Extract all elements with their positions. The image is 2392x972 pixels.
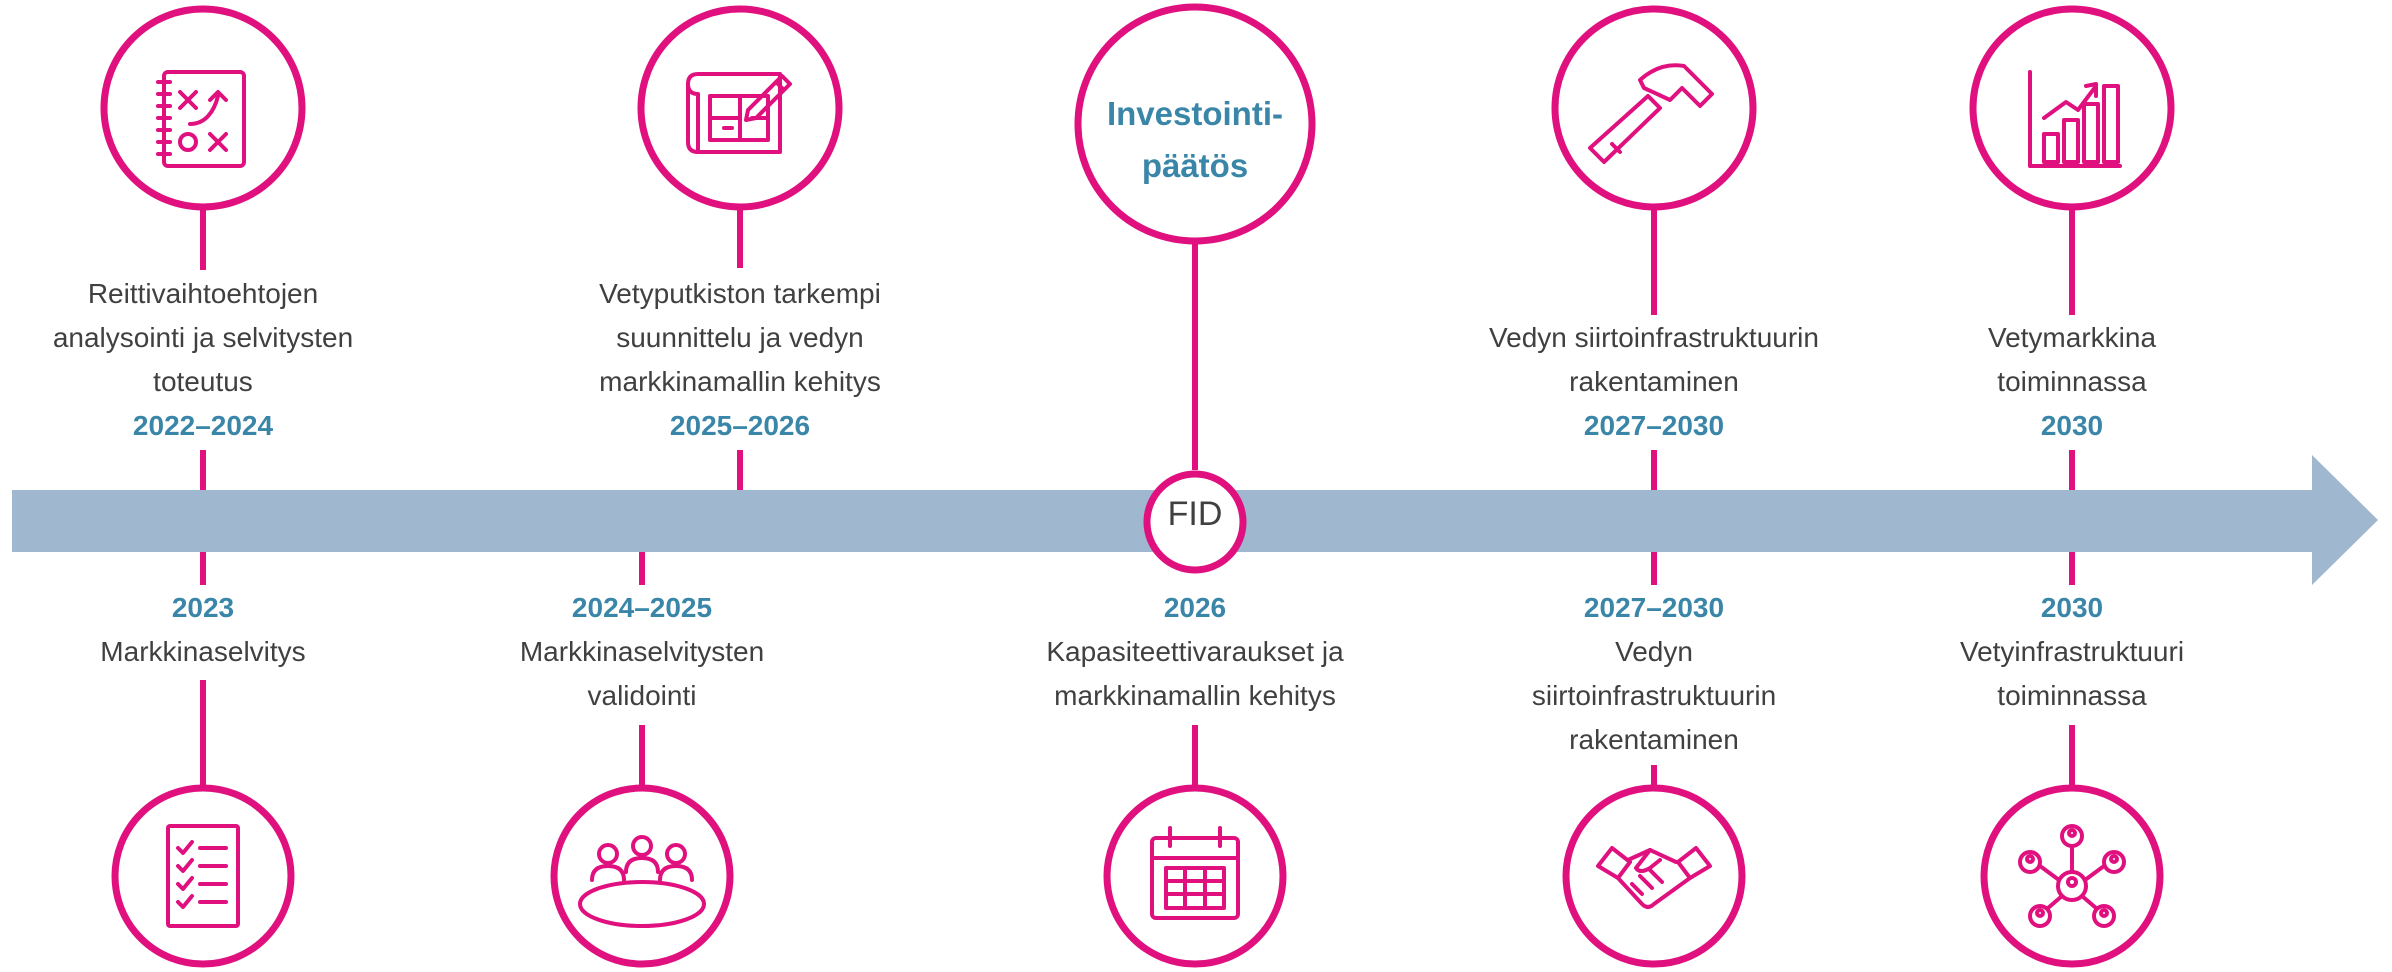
top-label-4-line2: toiminnassa (1997, 366, 2147, 397)
top-label-2-line3: markkinamallin kehitys (599, 366, 881, 397)
bottom-label-1-line1: Markkinaselvitys (100, 636, 306, 667)
growth-chart-icon (1969, 5, 2175, 211)
bottom-label-2: 2024–2025 Markkinaselvitysten validointi (422, 586, 862, 718)
fid-marker (1143, 470, 1247, 574)
top-label-3-line2: rakentaminen (1569, 366, 1739, 397)
top-label-1: Reittivaihtoehtojen analysointi ja selvi… (0, 272, 423, 448)
bottom-label-1: 2023 Markkinaselvitys (0, 586, 423, 674)
top-label-3-line1: Vedyn siirtoinfrastruktuurin (1489, 322, 1819, 353)
top-label-2-line1: Vetyputkiston tarkempi (599, 278, 881, 309)
strategy-plan-icon (100, 5, 306, 211)
bottom-label-4-year: 2027–2030 (1583, 592, 1725, 623)
network-icon (1980, 784, 2164, 968)
bottom-label-3-line2: markkinamallin kehitys (1054, 680, 1336, 711)
top-label-1-line1: Reittivaihtoehtojen (87, 278, 319, 309)
investment-decision-circle (1074, 3, 1316, 245)
top-label-1-year: 2022–2024 (132, 410, 274, 441)
top-label-3-year: 2027–2030 (1583, 410, 1725, 441)
bottom-label-5-line1: Vetyinfrastruktuuri (1959, 636, 2185, 667)
bottom-label-5-year: 2030 (2040, 592, 2104, 623)
investment-decision-line2: päätös (1141, 147, 1249, 184)
top-label-2: Vetyputkiston tarkempi suunnittelu ja ve… (520, 272, 960, 448)
top-connectors (200, 210, 2075, 490)
top-label-2-year: 2025–2026 (669, 410, 811, 441)
blueprint-icon (637, 5, 843, 211)
top-label-3: Vedyn siirtoinfrastruktuurin rakentamine… (1434, 316, 1874, 448)
investment-decision-line1: Investointi- (1106, 95, 1283, 132)
bottom-label-2-year: 2024–2025 (571, 592, 713, 623)
top-label-4-line1: Vetymarkkina (1987, 322, 2157, 353)
handshake-icon (1562, 784, 1746, 968)
top-label-4: Vetymarkkina toiminnassa 2030 (1852, 316, 2292, 448)
bottom-label-3-year: 2026 (1163, 592, 1227, 623)
hammer-icon (1551, 5, 1757, 211)
bottom-label-2-line1: Markkinaselvitysten (519, 636, 765, 667)
meeting-table-icon (550, 784, 734, 968)
bottom-label-4-line3: rakentaminen (1569, 724, 1739, 755)
top-label-1-line3: toteutus (153, 366, 253, 397)
bottom-label-5: 2030 Vetyinfrastruktuuri toiminnassa (1852, 586, 2292, 718)
top-label-4-year: 2030 (2040, 410, 2104, 441)
bottom-label-2-line2: validointi (587, 680, 697, 711)
bottom-label-1-year: 2023 (171, 592, 235, 623)
investment-decision-title: Investointi- päätös (1060, 88, 1330, 192)
bottom-label-4-line2: siirtoinfrastruktuurin (1531, 680, 1777, 711)
bottom-connectors (200, 552, 2075, 790)
bottom-label-3: 2026 Kapasiteettivaraukset ja markkinama… (975, 586, 1415, 718)
checklist-icon (111, 784, 295, 968)
top-label-2-line2: suunnittelu ja vedyn (616, 322, 864, 353)
bottom-label-3-line1: Kapasiteettivaraukset ja (1046, 636, 1344, 667)
bottom-label-4: 2027–2030 Vedyn siirtoinfrastruktuurin r… (1434, 586, 1874, 762)
bottom-label-4-line1: Vedyn (1615, 636, 1693, 667)
top-label-1-line2: analysointi ja selvitysten (52, 322, 354, 353)
bottom-label-5-line2: toiminnassa (1997, 680, 2147, 711)
fid-label: FID (1167, 495, 1223, 533)
calendar-icon (1103, 784, 1287, 968)
